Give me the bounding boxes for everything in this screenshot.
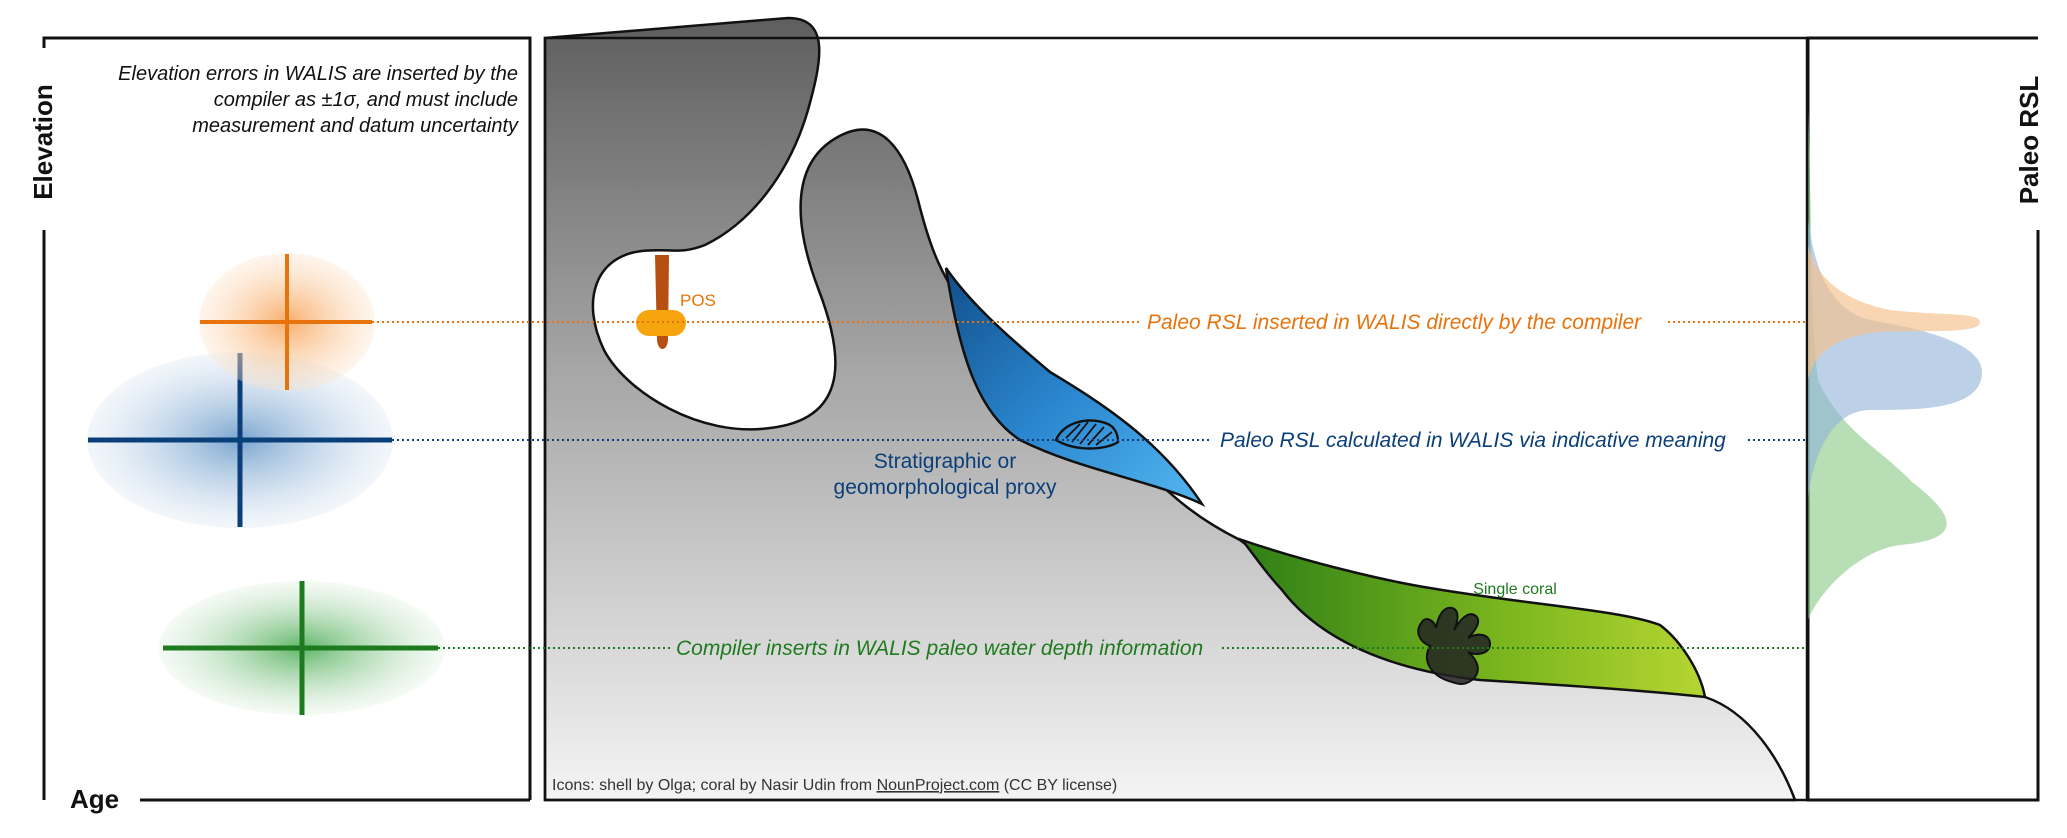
blue-distribution (1808, 220, 1982, 500)
coral-icon (1417, 606, 1492, 685)
green-error-ellipse (159, 581, 445, 715)
age-axis-label: Age (70, 784, 119, 814)
left-panel: Elevation Age Elevation errors in WALIS … (28, 36, 532, 814)
left-panel-top-tick (42, 36, 532, 800)
orange-distribution (1808, 245, 1980, 380)
green-distribution (1808, 110, 1947, 620)
credits-prefix: Icons: shell by Olga; coral by Nasir Udi… (552, 777, 877, 794)
stratigraphic-proxy-layer (944, 267, 1206, 507)
nounproject-link[interactable]: NounProject.com (877, 777, 1000, 794)
green-annotation: Compiler inserts in WALIS paleo water de… (676, 637, 1203, 660)
proxy-label-line2: geomorphological proxy (834, 476, 1057, 499)
pos-label: POS (680, 291, 716, 310)
credits-suffix: (CC BY license) (999, 777, 1117, 794)
orange-error-ellipse (199, 253, 375, 391)
right-panel-frame (1806, 36, 2040, 802)
uncertainty-note-line1: Elevation errors in WALIS are inserted b… (118, 63, 518, 85)
blue-annotation: Paleo RSL calculated in WALIS via indica… (1220, 429, 1726, 452)
shell-icon (1054, 419, 1120, 450)
orange-annotation: Paleo RSL inserted in WALIS directly by … (1147, 311, 1642, 334)
middle-panel: POS Stratigraphic or geomorphological pr… (543, 16, 1809, 802)
right-panel: Paleo RSL (1806, 36, 2044, 802)
pos-marker (636, 255, 686, 349)
uncertainty-note-line3: measurement and datum uncertainty (192, 115, 519, 137)
paleo-rsl-axis-label: Paleo RSL (2014, 76, 2044, 205)
proxy-label-line1: Stratigraphic or (874, 450, 1016, 473)
icon-credits: Icons: shell by Olga; coral by Nasir Udi… (552, 777, 1117, 794)
blue-error-ellipse (87, 352, 393, 528)
uncertainty-note-line2: compiler as ±1σ, and must include (214, 89, 518, 111)
single-coral-label: Single coral (1473, 581, 1557, 598)
elevation-axis-label: Elevation (28, 84, 58, 200)
